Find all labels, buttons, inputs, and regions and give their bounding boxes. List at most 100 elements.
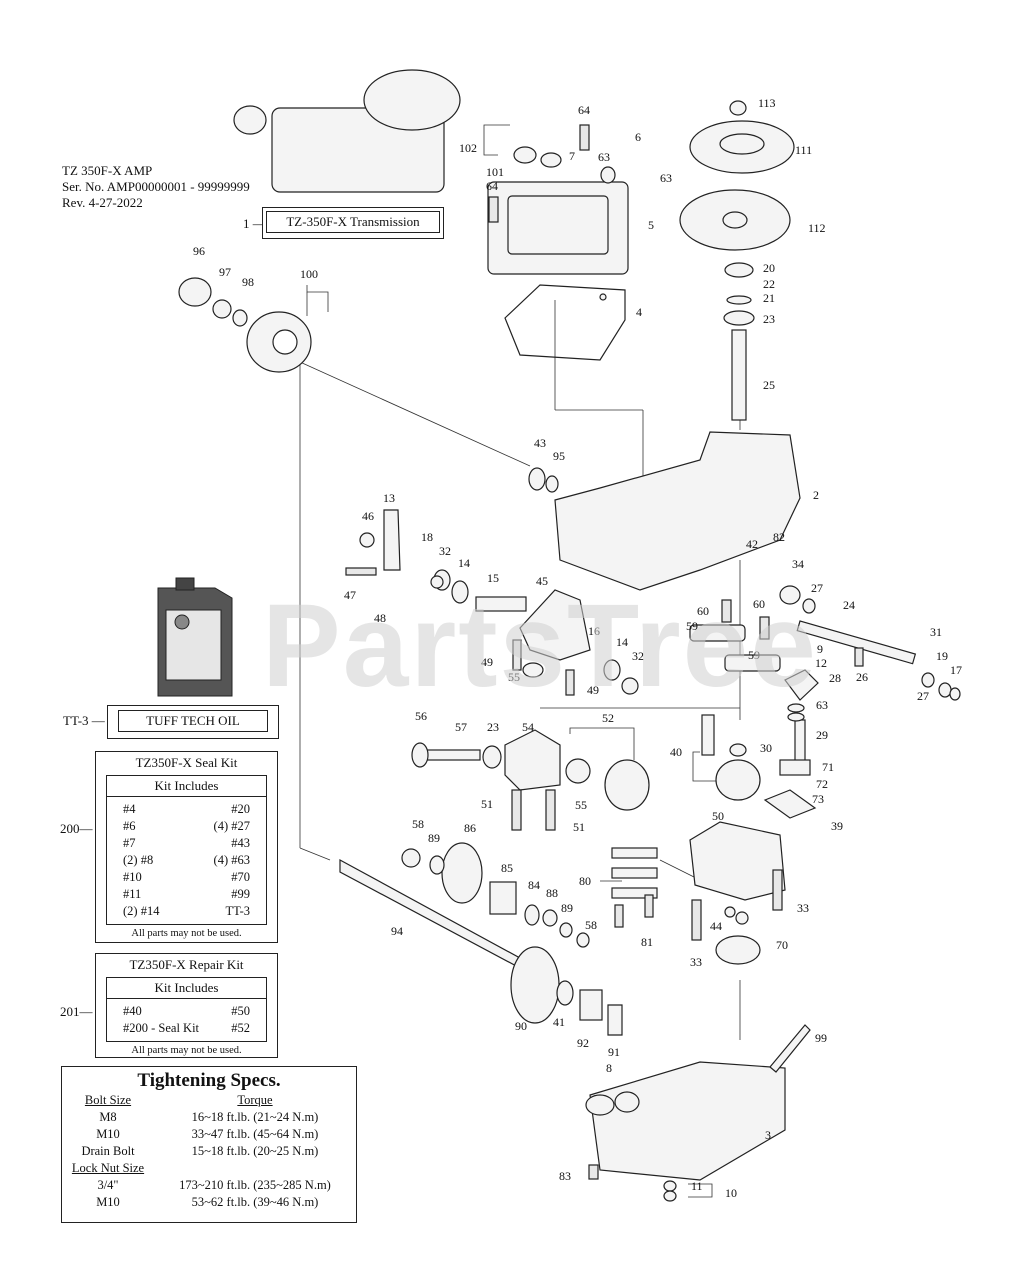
seal-kit-row: #11#99 [107,886,266,903]
transmission-box[interactable]: TZ-350F-X Transmission [262,207,444,239]
seal-kit-list: #4#20#6(4) #27#7#43(2) #8(4) #63#10#70#1… [107,797,266,924]
oil-box[interactable]: TUFF TECH OIL [107,705,279,739]
callout-55: 55 [575,798,587,812]
callout-14: 14 [458,556,470,570]
callout-51: 51 [481,797,493,811]
repair-kit-item-left: #200 - Seal Kit [123,1021,200,1035]
callout-58: 58 [412,817,424,831]
nut-spec-size: M10 [96,1195,120,1209]
callout-12: 12 [815,656,827,670]
repair-kit-note: All parts may not be used. [131,1045,242,1056]
serial-range: Ser. No. AMP00000001 - 99999999 [62,179,250,194]
bolt-size-header: Bolt Size [84,1093,132,1107]
callout-94: 94 [391,924,403,938]
callout-18: 18 [421,530,433,544]
repair-kit-box[interactable]: TZ350F-X Repair Kit Kit Includes #40#50#… [95,953,278,1058]
callout-32: 32 [439,544,451,558]
callout-59: 59 [748,648,760,662]
seal-kit-item-left: #10 [123,870,142,884]
callout-20: 20 [763,261,775,275]
specs-title: Tightening Specs. [137,1070,281,1091]
callout-41: 41 [553,1015,565,1029]
seal-kit-row: (2) #14 TT-3 [107,903,266,920]
specs-bolt-header-row: Bolt Size Torque [62,1092,356,1109]
seal-kit-row: #6(4) #27 [107,818,266,835]
callout-46: 46 [362,509,374,523]
specs-nut-header-row: Lock Nut Size [62,1160,356,1177]
callout-80: 80 [579,874,591,888]
callout-32: 32 [632,649,644,663]
callout-28: 28 [829,671,841,685]
seal-kit-item-right: #99 [231,887,250,901]
callout-29: 29 [816,728,828,742]
seal-kit-item-left: #7 [123,836,136,850]
callout-19: 19 [936,649,948,663]
callout-71: 71 [822,760,834,774]
oil-bottle-image [157,577,233,697]
seal-kit-item-left: (2) #14 [123,904,160,918]
seal-kit-row: #4#20 [107,801,266,818]
seal-kit-title: TZ350F-X Seal Kit [135,755,238,770]
callout-8: 8 [606,1061,612,1075]
callout-27: 27 [917,689,929,703]
repair-kit-row: #40#50 [107,1003,266,1020]
callout-27: 27 [811,581,823,595]
callout-13: 13 [383,491,395,505]
seal-kit-item-right: TT-3 [225,904,250,918]
seal-kit-row: (2) #8(4) #63 [107,852,266,869]
repair-kit-item-right: #52 [231,1021,250,1035]
callout-63: 63 [598,150,610,164]
model-name: TZ 350F-X AMP [62,163,153,178]
repair-kit-item-right: #50 [231,1004,250,1018]
callout-52: 52 [602,711,614,725]
callout-9: 9 [817,642,823,656]
callout-21: 21 [763,291,775,305]
seal-kit-item-right: #70 [231,870,250,884]
callout-113: 113 [758,96,776,110]
callout-98: 98 [242,275,254,289]
callout-91: 91 [608,1045,620,1059]
callout-82: 82 [773,530,785,544]
bolt-spec-row: Drain Bolt 15~18 ft.lb. (20~25 N.m) [62,1143,356,1160]
callout-45: 45 [536,574,548,588]
watermark: PartsTree [262,580,818,712]
seal-kit-item-right: (4) #63 [213,853,250,867]
callout-92: 92 [577,1036,589,1050]
callout-89: 89 [561,901,573,915]
callout-24: 24 [843,598,855,612]
bolt-spec-size: Drain Bolt [81,1144,135,1158]
seal-kit-box[interactable]: TZ350F-X Seal Kit Kit Includes #4#20#6(4… [95,751,278,943]
callout-11: 11 [691,1179,703,1193]
callout-64: 64 [486,179,498,193]
callout-34: 34 [792,557,804,571]
callout-60: 60 [697,604,709,618]
seal-kit-item-right: #43 [231,836,250,850]
nut-spec-row: 3/4"173~210 ft.lb. (235~285 N.m) [62,1177,356,1194]
seal-kit-row: #10 #70 [107,869,266,886]
callout-64: 64 [578,103,590,117]
nut-spec-torque: 53~62 ft.lb. (39~46 N.m) [191,1195,319,1209]
seal-kit-item-right: #20 [231,802,250,816]
callout-81: 81 [641,935,653,949]
repair-kit-title: TZ350F-X Repair Kit [129,957,244,972]
callout-2: 2 [813,488,819,502]
seal-kit-includes: Kit Includes [107,776,266,797]
callout-40: 40 [670,745,682,759]
callout-63: 63 [816,698,828,712]
repair-kit-includes: Kit Includes [107,978,266,999]
seal-kit-note: All parts may not be used. [131,928,242,939]
callout-33: 33 [797,901,809,915]
callout-3: 3 [765,1128,771,1142]
callout-97: 97 [219,265,231,279]
callout-99: 99 [815,1031,827,1045]
callout-90: 90 [515,1019,527,1033]
callout-15: 15 [487,571,499,585]
callout-100: 100 [300,267,318,281]
callout-96: 96 [193,244,205,258]
callout-112: 112 [808,221,826,235]
bolt-spec-torque: 15~18 ft.lb. (20~25 N.m) [191,1144,319,1158]
callout-4: 4 [636,305,642,319]
oil-callout: TT-3 — [63,713,105,728]
